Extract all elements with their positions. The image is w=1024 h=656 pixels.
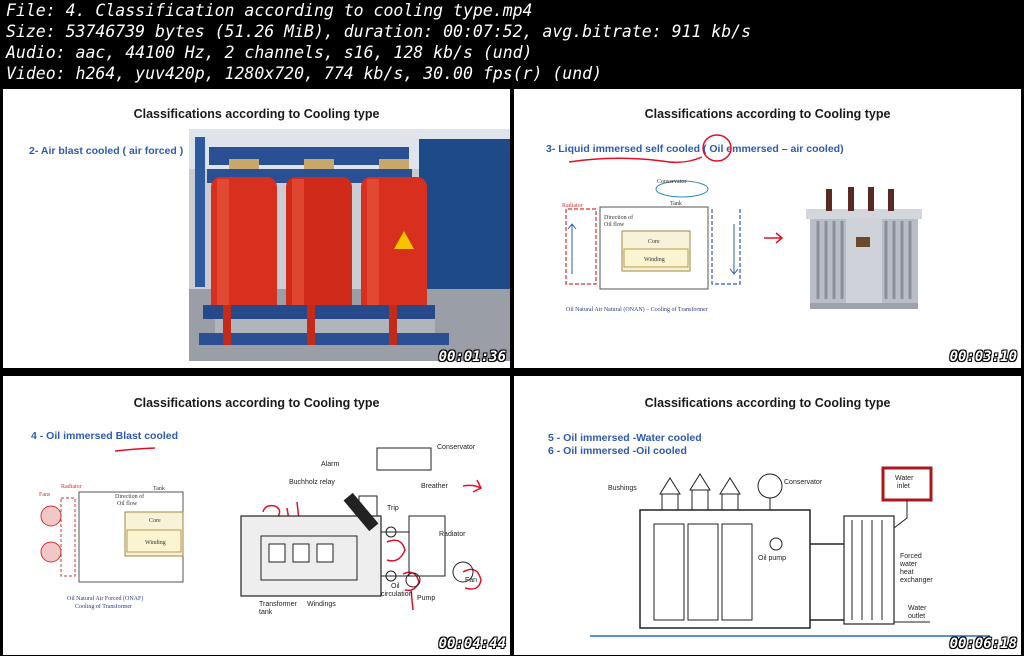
label-tank-2: tank [259, 609, 273, 616]
video-info-line: Video: h264, yuv420p, 1280x720, 774 kb/s… [6, 64, 603, 83]
label-buchholz-relay: Buchholz relay [289, 479, 335, 486]
label-oil-flow: Oil flow [604, 221, 625, 228]
thumbnail-2[interactable]: Classifications according to Cooling typ… [514, 89, 1021, 368]
label-forced: Forced [900, 553, 922, 560]
timestamp: 00:01:36 [438, 349, 506, 365]
label-conservator: Conservator [437, 444, 476, 451]
slide-subtitle: 2- Air blast cooled ( air forced ) [29, 145, 184, 157]
label-water-outlet-1: Water [908, 605, 927, 612]
slide-title: Classifications according to Cooling typ… [644, 396, 891, 410]
slide-title: Classifications according to Cooling typ… [644, 107, 891, 121]
thumbnail-1[interactable]: Classifications according to Cooling typ… [3, 89, 510, 368]
label-fan: Fan [465, 577, 477, 584]
timestamp: 00:04:44 [438, 636, 506, 652]
thumbnail-4[interactable]: Classifications according to Cooling typ… [514, 376, 1021, 655]
label-pump: Pump [417, 595, 435, 602]
label-oil-pump: Oil pump [758, 555, 786, 562]
oil-circulation-diagram: Conservator Alarm Buchholz relay Breathe… [240, 444, 477, 616]
label-water-inlet-1: Water [895, 475, 914, 482]
label-trip: Trip [387, 505, 399, 512]
thumbnail-3[interactable]: Classifications according to Cooling typ… [3, 376, 510, 655]
label-breather: Breather [421, 483, 449, 490]
slide-subtitle: 4 - Oil immersed Blast cooled [31, 430, 179, 442]
label-water: water [899, 561, 918, 568]
label-conservator: Conservator [784, 479, 823, 486]
file-info-header: File: 4. Classification according to coo… [6, 0, 1016, 84]
dry-transformer-photo [189, 129, 510, 361]
label-tank: Tank [670, 201, 682, 207]
diagram-caption: Oil Natural Air Natural (ONAN) – Cooling… [566, 306, 708, 313]
label-windings: Windings [307, 601, 336, 608]
annotation-marks [568, 134, 784, 244]
label-heat: heat [900, 569, 914, 576]
audio-info-line: Audio: aac, 44100 Hz, 2 channels, s16, 1… [6, 43, 533, 62]
onaf-diagram: Fans Radiator Tank Direction of Oil flow… [39, 484, 184, 610]
oil-transformer-photo [806, 187, 922, 309]
slide-title: Classifications according to Cooling typ… [133, 107, 380, 121]
label-direction: Direction of [604, 214, 633, 221]
water-cooled-diagram: Bushings Conservator Water inlet Oil pum… [590, 466, 990, 637]
label-radiator: Radiator [61, 484, 82, 490]
label-oil-flow: Oil flow [117, 500, 138, 507]
label-water-inlet-2: inlet [897, 483, 910, 490]
timestamp: 00:06:18 [949, 636, 1017, 652]
timestamp: 00:03:10 [949, 349, 1017, 365]
label-winding: Winding [145, 540, 166, 546]
label-transformer: Transformer [259, 601, 298, 608]
diagram-caption-1: Oil Natural Air Forced (ONAF) [67, 595, 143, 602]
label-winding: Winding [644, 257, 665, 263]
label-core: Core [149, 518, 161, 524]
label-radiator-2: Radiator [439, 531, 466, 538]
file-name-line: File: 4. Classification according to coo… [6, 1, 533, 20]
label-alarm: Alarm [321, 461, 339, 468]
slide-subtitle-2: 6 - Oil immersed -Oil cooled [548, 445, 687, 457]
label-radiator: Radiator [562, 203, 583, 209]
label-fans: Fans [39, 492, 51, 498]
label-circulation: circulation [381, 591, 413, 598]
label-core: Core [648, 239, 660, 245]
label-direction: Direction of [115, 493, 144, 500]
slide-title: Classifications according to Cooling typ… [133, 396, 380, 410]
slide-subtitle: 5 - Oil immersed -Water cooled [548, 432, 702, 444]
label-exchanger: exchanger [900, 577, 933, 584]
label-oil: Oil [391, 583, 400, 590]
file-size-line: Size: 53746739 bytes (51.26 MiB), durati… [6, 22, 752, 41]
label-water-outlet-2: outlet [908, 613, 925, 620]
slide-subtitle: 3- Liquid immersed self cooled ( Oil emm… [546, 143, 844, 155]
diagram-caption-2: Cooling of Transformer [75, 603, 132, 610]
label-bushings: Bushings [608, 485, 637, 492]
label-conservator: Conservator [657, 179, 686, 185]
onan-diagram: Conservator Radiator Tank Direction of O… [562, 179, 741, 313]
label-tank: Tank [153, 486, 165, 492]
